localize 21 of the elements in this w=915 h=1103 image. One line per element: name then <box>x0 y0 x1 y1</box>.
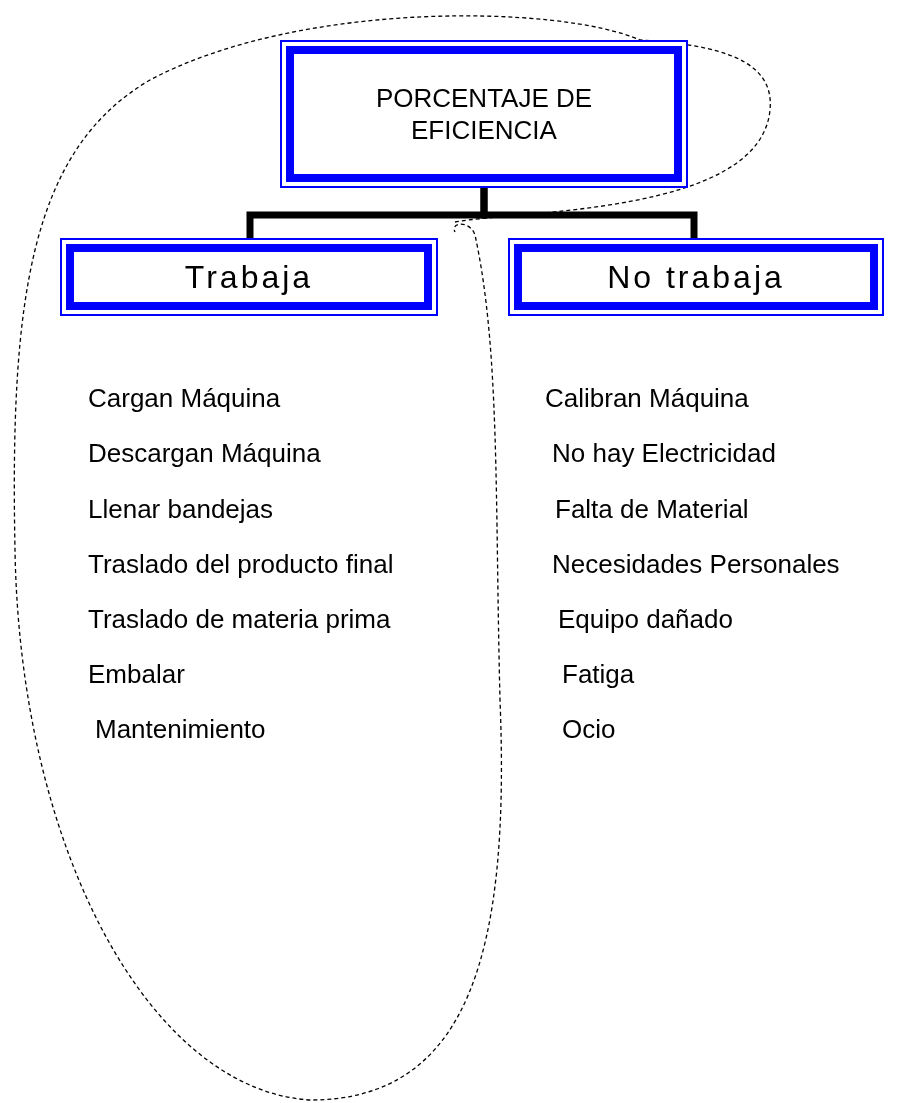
list-item: Traslado de materia prima <box>88 604 391 635</box>
connector-line <box>480 188 698 238</box>
list-item: No hay Electricidad <box>552 438 776 469</box>
title-box <box>280 40 688 188</box>
list-item: Necesidades Personales <box>552 549 840 580</box>
list-item: Calibran Máquina <box>545 383 749 414</box>
title-box <box>60 238 438 316</box>
list-item: Mantenimiento <box>95 714 266 745</box>
list-item: Embalar <box>88 659 185 690</box>
list-item: Llenar bandejas <box>88 494 274 525</box>
list-item: Traslado del producto final <box>88 549 394 580</box>
box-label: PORCENTAJE DE EFICIENCIA <box>374 81 594 147</box>
list-item: Descargan Máquina <box>88 438 321 469</box>
box-label: Trabaja <box>184 258 314 297</box>
title-box <box>508 238 884 316</box>
list-item: Equipo dañado <box>558 604 733 635</box>
box-label: No trabaja <box>607 258 785 297</box>
list-item: Cargan Máquina <box>88 383 281 414</box>
list-item: Ocio <box>562 714 616 745</box>
list-item: Fatiga <box>562 659 635 690</box>
list-item: Falta de Material <box>555 494 749 525</box>
